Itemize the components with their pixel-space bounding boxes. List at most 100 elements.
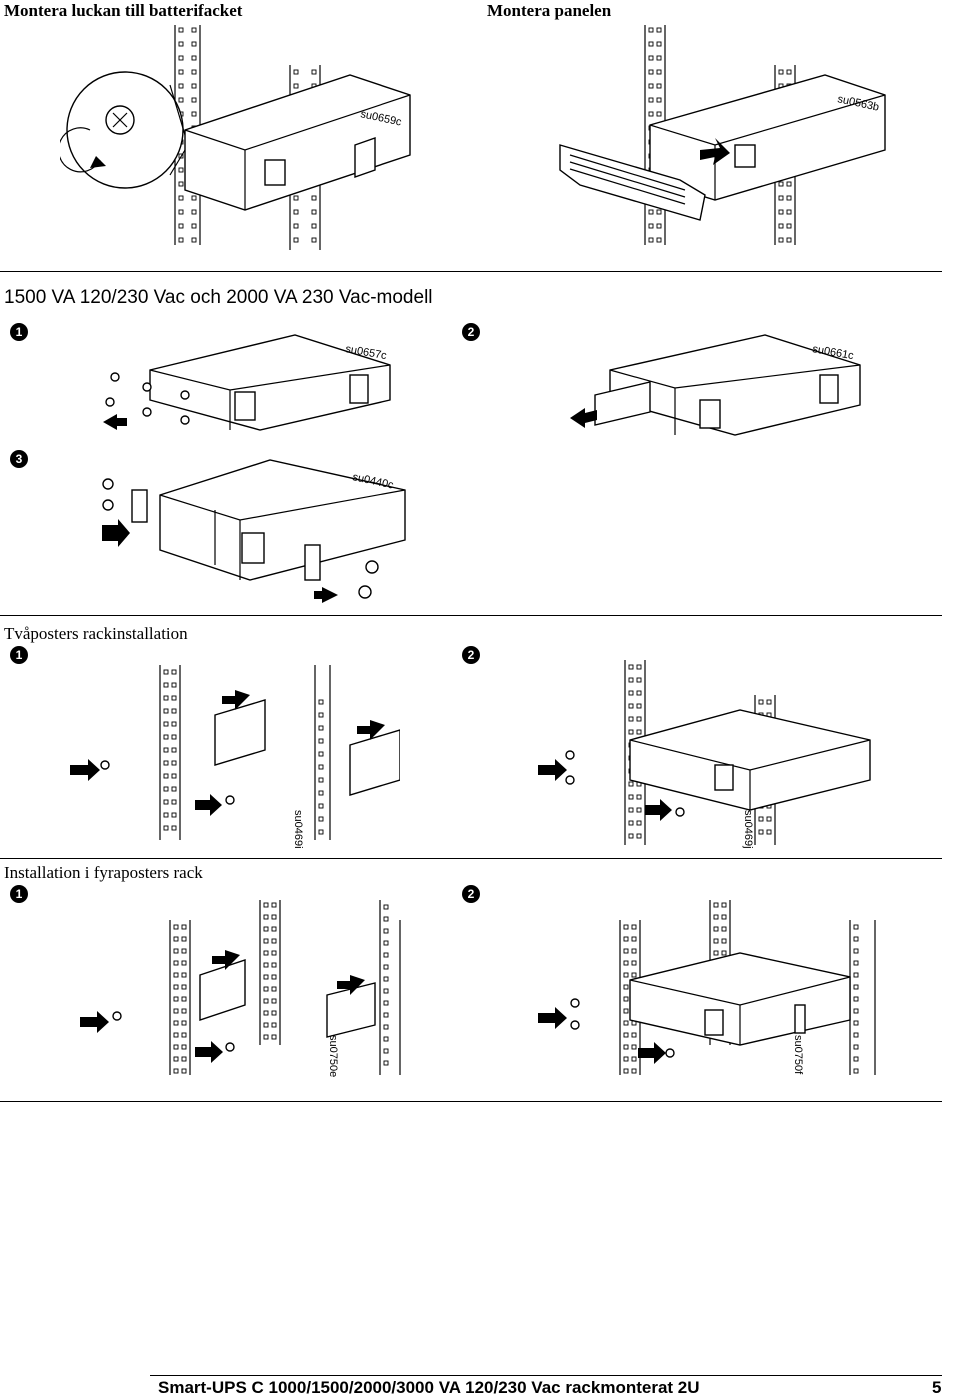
ups-display	[699, 399, 721, 429]
rack-hole	[713, 926, 719, 932]
rack-hole	[191, 111, 197, 117]
rack-hole	[786, 223, 792, 229]
rack-hole	[383, 916, 389, 922]
rack-hole	[628, 677, 634, 683]
rack-hole	[853, 924, 859, 930]
rack-hole	[293, 69, 299, 75]
rack-hole	[173, 936, 179, 942]
rack-hole	[383, 1024, 389, 1030]
rack-hole	[171, 799, 177, 805]
step-2-badge: 2	[462, 323, 480, 341]
rack-hole	[163, 825, 169, 831]
rack-hole	[263, 986, 269, 992]
rack-hole	[271, 950, 277, 956]
rack-hole	[656, 209, 662, 215]
attach-arrow-icon	[538, 1007, 567, 1029]
ups-display	[714, 764, 734, 791]
rotate-arrow-icon	[60, 127, 101, 173]
rack-hole	[713, 902, 719, 908]
heading-battery-door: Montera luckan till batterifacket	[4, 1, 243, 20]
attach-arrow-icon	[314, 587, 338, 603]
rack-hole	[163, 669, 169, 675]
rack-hole	[758, 699, 764, 705]
rack-hole	[171, 760, 177, 766]
rack-hole	[293, 237, 299, 243]
rack-hole	[171, 812, 177, 818]
rack-hole	[181, 960, 187, 966]
rack-hole	[383, 988, 389, 994]
heading-mount-panel: Montera panelen	[487, 1, 612, 20]
rack-hole	[853, 996, 859, 1002]
remove-arrow-icon	[570, 408, 597, 428]
rack-hole	[648, 223, 654, 229]
attach-arrow-icon	[222, 690, 250, 710]
rack-hole	[628, 794, 634, 800]
rack-hole	[636, 703, 642, 709]
rack-hole	[178, 223, 184, 229]
screw-icon	[565, 750, 575, 760]
rack-hole	[173, 924, 179, 930]
rack-hole	[178, 97, 184, 103]
rack-hole	[628, 664, 634, 670]
figure-four-post-brackets: su0750e	[80, 900, 401, 1077]
rack-hole	[171, 682, 177, 688]
attach-arrow-icon	[212, 950, 240, 970]
attach-arrow-icon	[80, 1011, 109, 1033]
rack-hole	[181, 1044, 187, 1050]
mount-bracket	[794, 1004, 806, 1034]
rack-hole	[778, 181, 784, 187]
ups-unit	[149, 334, 391, 431]
screw-icon	[570, 1020, 580, 1030]
rack-hole	[631, 972, 637, 978]
attach-arrow-icon	[70, 759, 100, 781]
rack-hole	[163, 708, 169, 714]
rack-hole	[383, 964, 389, 970]
rack-hole	[271, 902, 277, 908]
mount-bracket	[199, 959, 246, 1021]
rack-hole	[171, 773, 177, 779]
figure-code-h: su0750e	[327, 1035, 339, 1077]
rack-hole	[271, 986, 277, 992]
rack-hole	[853, 1032, 859, 1038]
mount-bracket	[214, 699, 266, 766]
rack-hole	[318, 829, 324, 835]
rack-hole	[383, 1060, 389, 1066]
step-1-badge: 1	[10, 885, 28, 903]
rack-hole	[271, 1034, 277, 1040]
rack-hole	[623, 1056, 629, 1062]
attach-arrow-icon	[357, 720, 385, 740]
rack-hole	[853, 936, 859, 942]
screw-icon	[100, 760, 110, 770]
rack-hole	[178, 181, 184, 187]
rack-hole	[318, 777, 324, 783]
rack-hole	[623, 960, 629, 966]
rack-hole	[271, 1010, 277, 1016]
rack-hole	[191, 83, 197, 89]
rack-hole	[623, 1020, 629, 1026]
rack-hole	[778, 69, 784, 75]
rack-hole	[163, 721, 169, 727]
rack-hole	[853, 1020, 859, 1026]
rack-hole	[171, 786, 177, 792]
rack-hole	[163, 682, 169, 688]
rack-hole	[318, 790, 324, 796]
figure-battery-door: su0659c	[60, 25, 411, 250]
rack-hole	[628, 729, 634, 735]
screw-icon	[675, 807, 685, 817]
rack-hole	[636, 716, 642, 722]
rack-hole	[853, 960, 859, 966]
rack-hole	[271, 926, 277, 932]
rack-hole	[631, 948, 637, 954]
rack-hole	[758, 829, 764, 835]
rack-hole	[656, 97, 662, 103]
rack-hole	[181, 972, 187, 978]
rack-hole	[293, 195, 299, 201]
rack-hole	[758, 816, 764, 822]
ups-display	[234, 391, 256, 421]
rack-hole	[648, 27, 654, 33]
rack-hole	[178, 41, 184, 47]
rack-hole	[713, 914, 719, 920]
rack-hole	[173, 1068, 179, 1074]
figure-remove-handles: su0657c	[103, 334, 391, 431]
rack-hole	[628, 703, 634, 709]
